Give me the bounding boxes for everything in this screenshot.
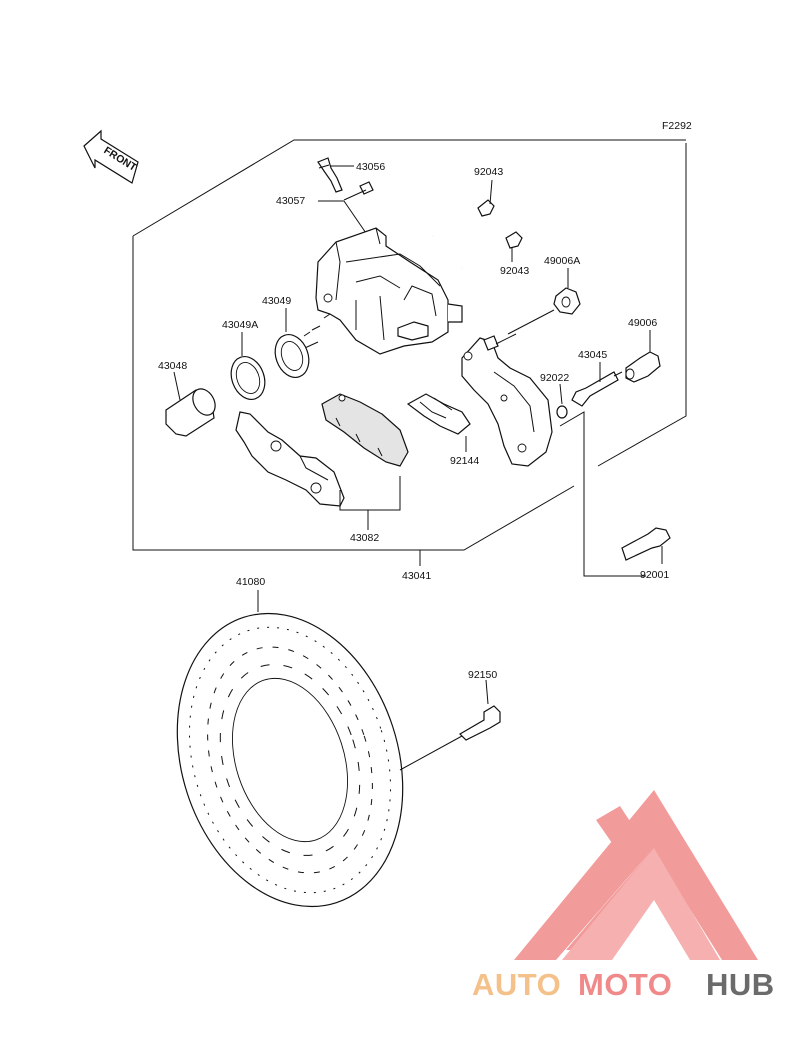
part-label-43041: 43041 xyxy=(402,570,431,582)
part-label-43082: 43082 xyxy=(350,532,379,544)
part-label-43057: 43057 xyxy=(276,195,305,207)
part-label-43056: 43056 xyxy=(356,161,385,173)
part-label-41080: 41080 xyxy=(236,576,265,588)
dust-seal-43049A xyxy=(230,332,266,400)
part-label-92150: 92150 xyxy=(468,669,497,681)
caliper-pin-92043-upper xyxy=(432,179,495,238)
logo-word-3: HUB xyxy=(706,967,775,1002)
piston-seal-43049 xyxy=(274,308,310,378)
bleeder-cap-43057 xyxy=(318,181,374,237)
logo-word-2: MOTO xyxy=(578,967,672,1002)
bolt-92001 xyxy=(559,411,671,577)
caliper-pin-92043-lower xyxy=(461,231,523,270)
automotohub-logo xyxy=(514,790,758,960)
part-label-43048: 43048 xyxy=(158,360,187,372)
logo-word-1: AUTO xyxy=(472,967,561,1002)
front-arrow-icon: FRONT xyxy=(83,129,139,184)
part-label-92043-upper: 92043 xyxy=(474,166,503,178)
boot-49006A xyxy=(507,268,581,335)
part-label-49006A: 49006A xyxy=(544,255,580,267)
part-label-49006: 49006 xyxy=(628,317,657,329)
caliper-bracket xyxy=(461,333,553,467)
part-label-92001: 92001 xyxy=(640,569,669,581)
pad-set-bracket-43082 xyxy=(339,476,401,530)
part-label-43045: 43045 xyxy=(578,349,607,361)
pad-spring-92144 xyxy=(406,393,471,452)
piston-43048 xyxy=(165,371,216,437)
disc-bolt-92150 xyxy=(399,679,501,771)
caliper-body xyxy=(295,227,463,355)
bleeder-valve-43056 xyxy=(317,157,354,193)
part-label-43049: 43049 xyxy=(262,295,291,307)
part-label-92043-lower: 92043 xyxy=(500,265,529,277)
boot-49006 xyxy=(625,330,661,383)
part-label-92022: 92022 xyxy=(540,372,569,384)
slide-pin-43045 xyxy=(571,362,623,407)
brake-disc-41080 xyxy=(176,590,404,908)
part-label-43049A: 43049A xyxy=(222,319,258,331)
washer-92022 xyxy=(556,383,568,419)
assembly-outline xyxy=(132,139,687,551)
diagram-code: F2292 xyxy=(662,120,692,132)
part-label-92144: 92144 xyxy=(450,455,479,467)
brake-pad-inner xyxy=(321,393,409,467)
brake-pad-outer xyxy=(235,411,345,507)
